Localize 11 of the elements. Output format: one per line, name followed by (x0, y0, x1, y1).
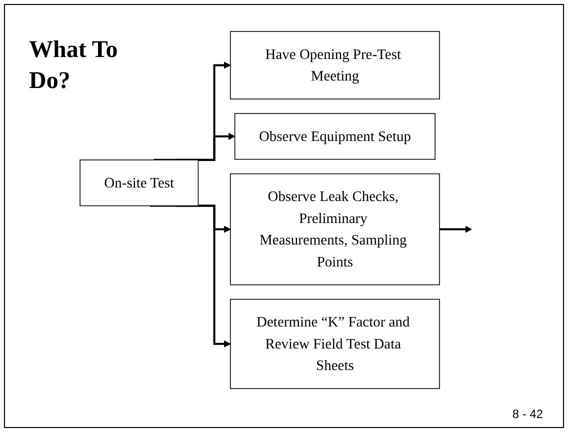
diagram-title: What To Do? (29, 36, 119, 96)
arrow (154, 62, 231, 161)
arrow (150, 204, 231, 348)
node-box: Determine “K” Factor and Review Field Test Data Sheets (230, 298, 440, 389)
node-box: Observe Leak Checks, Preliminary Measurements, Sampling Points (230, 173, 440, 286)
node-box: Observe Equipment Setup (234, 113, 436, 160)
arrow (440, 226, 472, 233)
node-box: On-site Test (80, 160, 199, 206)
page-number: 8 - 42 (512, 407, 543, 421)
arrow (176, 132, 236, 161)
node-box: Have Opening Pre-Test Meeting (230, 31, 440, 100)
